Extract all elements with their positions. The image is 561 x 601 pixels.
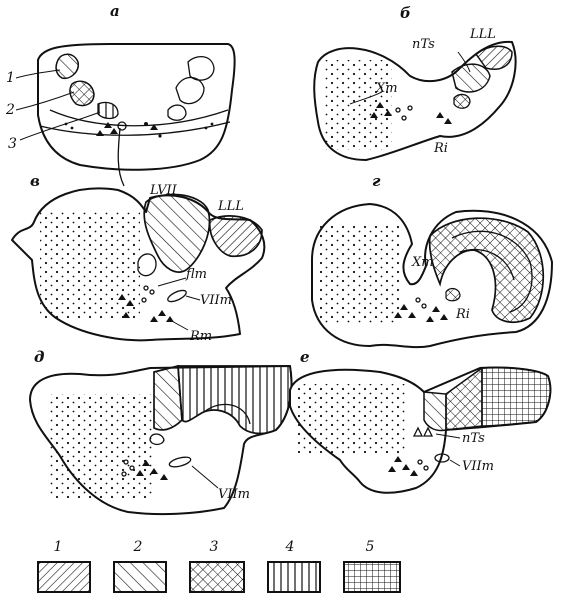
label-e-nTs: nTs bbox=[462, 431, 485, 446]
area-vertical-d bbox=[177, 365, 293, 435]
label-g-Xm: Xm bbox=[411, 255, 434, 270]
panel-letter-a: а bbox=[110, 2, 120, 20]
leaders-b bbox=[349, 51, 471, 105]
label-v-VIIm: VIIm bbox=[200, 293, 232, 308]
label-v-Rm: Rm bbox=[189, 329, 212, 344]
panel-letter-d: д bbox=[34, 348, 44, 366]
nucleus-cross-a2 bbox=[69, 80, 95, 107]
canal-a bbox=[117, 121, 127, 131]
dotted-matrix-g bbox=[320, 224, 400, 324]
dotted-matrix-v bbox=[40, 210, 140, 320]
panel-a: а 1 2 3 bbox=[5, 2, 236, 187]
legend-number-1: 1 bbox=[54, 539, 63, 555]
band-line-g2 bbox=[459, 248, 515, 281]
leader-e-nTs bbox=[435, 433, 461, 439]
legend-number-2: 2 bbox=[133, 539, 143, 555]
label-a-2: 2 bbox=[5, 102, 15, 118]
legend-swatch-5 bbox=[343, 561, 401, 593]
label-b-nTs: nTs bbox=[412, 37, 435, 52]
VIIm-nucleus-e bbox=[434, 453, 450, 463]
inner-contour-a bbox=[49, 109, 229, 127]
area-Ri-g bbox=[445, 287, 461, 302]
label-v-LLL: LLL bbox=[217, 199, 244, 214]
legend-swatch-1 bbox=[37, 561, 91, 593]
cells-b bbox=[370, 102, 452, 124]
ventricle-d bbox=[149, 433, 165, 446]
area-grid-e bbox=[481, 366, 552, 427]
legend-item-5: 5 bbox=[343, 539, 401, 593]
panel-d: д VIIm bbox=[29, 348, 293, 516]
legend-item-1: 1 bbox=[37, 539, 91, 593]
cells-e bbox=[388, 456, 429, 476]
area-diag-e bbox=[423, 391, 447, 432]
legend-swatch-3 bbox=[189, 561, 245, 593]
nTs-marker-e2 bbox=[422, 426, 434, 437]
vesicle-a1 bbox=[175, 76, 205, 105]
vesicle-a2 bbox=[167, 104, 187, 121]
dotted-matrix-e bbox=[298, 384, 408, 454]
area-crosshatch-g bbox=[428, 217, 545, 323]
root-a bbox=[117, 127, 125, 187]
cells-g bbox=[394, 297, 448, 322]
panel-e: е nTs VIIm bbox=[289, 348, 552, 494]
nucleus-vert-a3 bbox=[97, 101, 119, 120]
panel-b: б nTs LLL Xm Ri bbox=[313, 4, 517, 161]
cells-v bbox=[118, 285, 174, 322]
legend-number-4: 4 bbox=[285, 539, 295, 555]
panel-letter-b: б bbox=[400, 4, 411, 22]
area-Ri-b bbox=[453, 93, 471, 109]
panel-v: в LVII LLL flm VIIm Rm bbox=[11, 172, 266, 344]
nucleus-hatched-a1 bbox=[55, 53, 79, 80]
label-b-LLL: LLL bbox=[469, 27, 496, 42]
VIIm-nucleus-d bbox=[168, 456, 192, 468]
dotted-matrix-d bbox=[50, 394, 154, 498]
label-b-Xm: Xm bbox=[375, 81, 398, 96]
band-line-g1 bbox=[451, 230, 533, 313]
panel-letter-g: г bbox=[372, 172, 381, 190]
leaders-a bbox=[15, 69, 101, 141]
legend: 1 2 3 4 5 bbox=[37, 539, 401, 593]
legend-item-4: 4 bbox=[267, 539, 321, 593]
area-LVII-v bbox=[143, 193, 211, 273]
panel-letter-v: в bbox=[30, 172, 40, 190]
legend-item-2: 2 bbox=[113, 539, 167, 593]
legend-swatch-4 bbox=[267, 561, 321, 593]
nTs-marker-e1 bbox=[412, 426, 424, 437]
legend-item-3: 3 bbox=[189, 539, 245, 593]
VIIm-nucleus-v bbox=[167, 289, 187, 303]
legend-number-3: 3 bbox=[210, 539, 219, 555]
label-e-VIIm: VIIm bbox=[462, 459, 494, 474]
area-LLL-b bbox=[474, 45, 513, 70]
panel-g: г Xm Ri bbox=[311, 172, 553, 349]
legend-number-5: 5 bbox=[366, 539, 375, 555]
ventricle-v bbox=[137, 253, 157, 277]
area-diag-d bbox=[153, 364, 183, 431]
arc-d bbox=[203, 403, 251, 425]
section-outline-a bbox=[37, 43, 236, 171]
label-v-LVII: LVII bbox=[149, 183, 178, 198]
label-a-1: 1 bbox=[6, 70, 15, 86]
area-LLL-v bbox=[208, 215, 263, 258]
label-g-Ri: Ri bbox=[455, 307, 470, 322]
leader-e-VIIm bbox=[449, 459, 461, 467]
legend-swatch-2 bbox=[113, 561, 167, 593]
label-d-VIIm: VIIm bbox=[218, 487, 250, 502]
cells-d bbox=[121, 459, 168, 480]
leader-d-VIIm bbox=[191, 465, 219, 489]
label-v-flm: flm bbox=[185, 267, 207, 282]
leaders-v bbox=[157, 277, 201, 331]
panel-letter-e: е bbox=[300, 348, 310, 366]
label-a-3: 3 bbox=[8, 136, 17, 152]
vesicle-a3 bbox=[187, 56, 215, 81]
label-b-Ri: Ri bbox=[433, 141, 448, 156]
